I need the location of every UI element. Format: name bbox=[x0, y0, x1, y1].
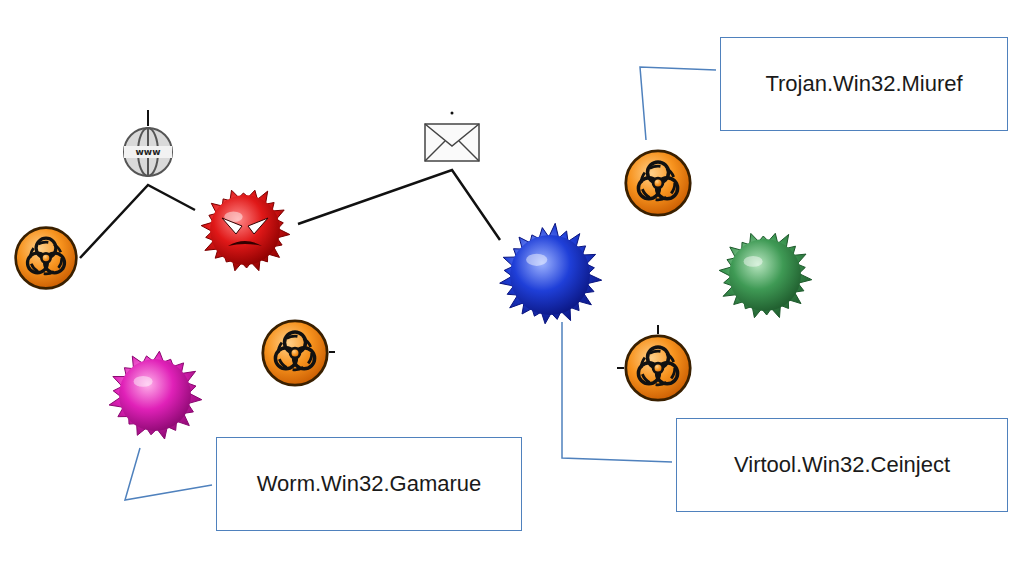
virus-highlight bbox=[526, 254, 547, 266]
virus-body bbox=[510, 235, 590, 315]
virus-body bbox=[729, 239, 801, 311]
infection-path bbox=[80, 185, 195, 258]
globe-label: www bbox=[135, 147, 162, 158]
leader-line bbox=[125, 448, 212, 500]
globe-icon bbox=[124, 128, 172, 176]
email-icon bbox=[425, 124, 479, 161]
biohazard-icon bbox=[626, 151, 690, 215]
tick-mark bbox=[147, 110, 149, 126]
malware-name: Trojan.Win32.Miuref bbox=[765, 71, 962, 97]
virus-icon bbox=[109, 351, 202, 439]
callout-box: Trojan.Win32.Miuref bbox=[720, 37, 1008, 131]
malware-name: Virtool.Win32.Ceinject bbox=[734, 452, 950, 478]
tick-mark bbox=[657, 325, 659, 334]
malware-name: Worm.Win32.Gamarue bbox=[257, 471, 482, 497]
infection-path bbox=[298, 170, 500, 240]
virus-icon bbox=[500, 223, 602, 323]
virus-icon bbox=[201, 190, 290, 271]
leader-line bbox=[640, 67, 716, 140]
virus-face bbox=[222, 218, 268, 246]
virus-highlight bbox=[134, 376, 153, 387]
virus-body bbox=[210, 195, 280, 265]
callout-box: Worm.Win32.Gamarue bbox=[216, 437, 522, 531]
biohazard-icon bbox=[263, 321, 327, 385]
tick-mark bbox=[329, 351, 335, 353]
virus-highlight bbox=[744, 256, 763, 267]
virus-body bbox=[119, 359, 191, 431]
callout-box: Virtool.Win32.Ceinject bbox=[676, 418, 1008, 512]
tick-mark bbox=[617, 367, 624, 369]
biohazard-icon bbox=[16, 228, 77, 289]
biohazard-icon bbox=[626, 336, 690, 400]
virus-icon bbox=[719, 233, 812, 317]
dot-mark bbox=[451, 112, 454, 115]
